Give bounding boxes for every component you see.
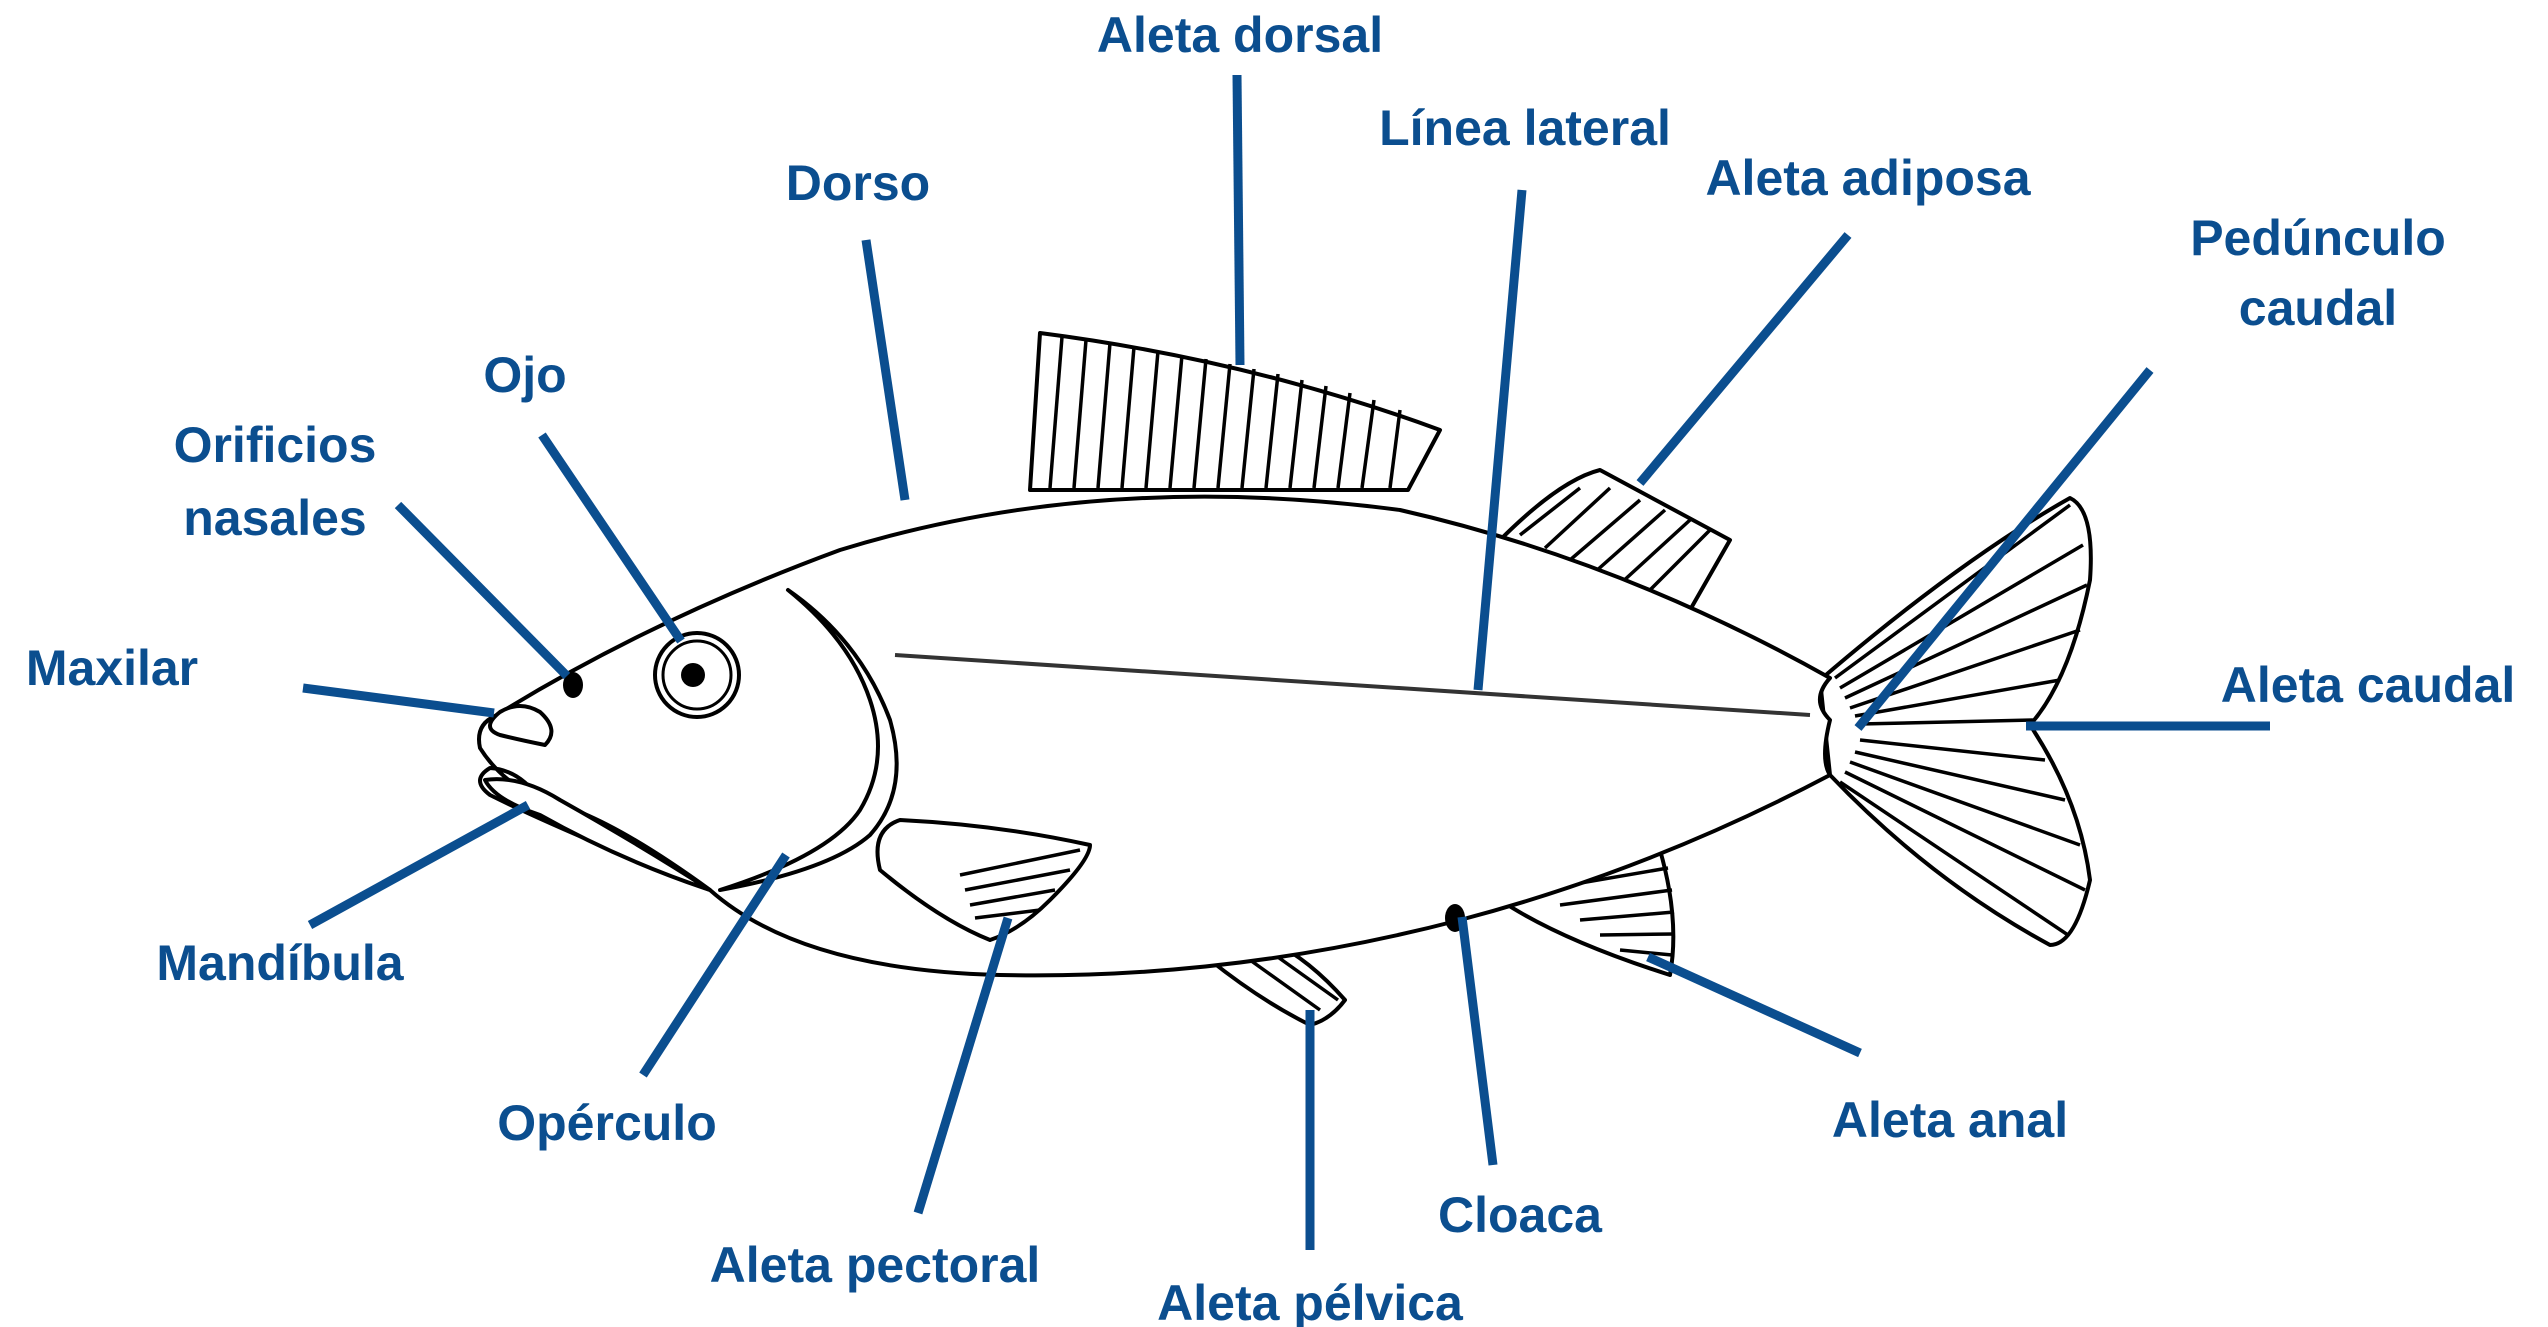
eye [655, 633, 739, 717]
leader-orificios-nasales [398, 505, 567, 676]
leader-dorso [866, 240, 905, 500]
label-orificios-nasales-line2: nasales [183, 490, 366, 546]
leader-aleta-adiposa [1640, 235, 1848, 483]
label-aleta-caudal: Aleta caudal [2221, 657, 2516, 713]
label-aleta-adiposa: Aleta adiposa [1705, 150, 2031, 206]
leader-mandibula [310, 805, 528, 925]
leader-cloaca [1462, 917, 1493, 1165]
leader-aleta-dorsal [1237, 75, 1240, 365]
label-aleta-anal: Aleta anal [1832, 1092, 2068, 1148]
leader-ojo [542, 435, 681, 641]
label-aleta-pectoral: Aleta pectoral [710, 1237, 1041, 1293]
label-orificios-nasales-line1: Orificios [174, 417, 377, 473]
leader-aleta-anal [1648, 957, 1860, 1053]
label-mandibula: Mandíbula [156, 935, 404, 991]
label-maxilar: Maxilar [26, 640, 198, 696]
label-pedunculo-caudal-line2: caudal [2239, 280, 2397, 336]
dorsal-fin [1030, 333, 1440, 490]
label-dorso: Dorso [786, 155, 930, 211]
leader-maxilar [303, 688, 494, 713]
label-cloaca: Cloaca [1438, 1187, 1603, 1243]
label-operculo: Opérculo [497, 1095, 716, 1151]
label-aleta-pelvica: Aleta pélvica [1157, 1275, 1464, 1327]
label-aleta-dorsal: Aleta dorsal [1097, 7, 1383, 63]
label-linea-lateral: Línea lateral [1379, 100, 1671, 156]
label-ojo: Ojo [483, 347, 566, 403]
label-pedunculo-caudal-line1: Pedúnculo [2190, 210, 2446, 266]
